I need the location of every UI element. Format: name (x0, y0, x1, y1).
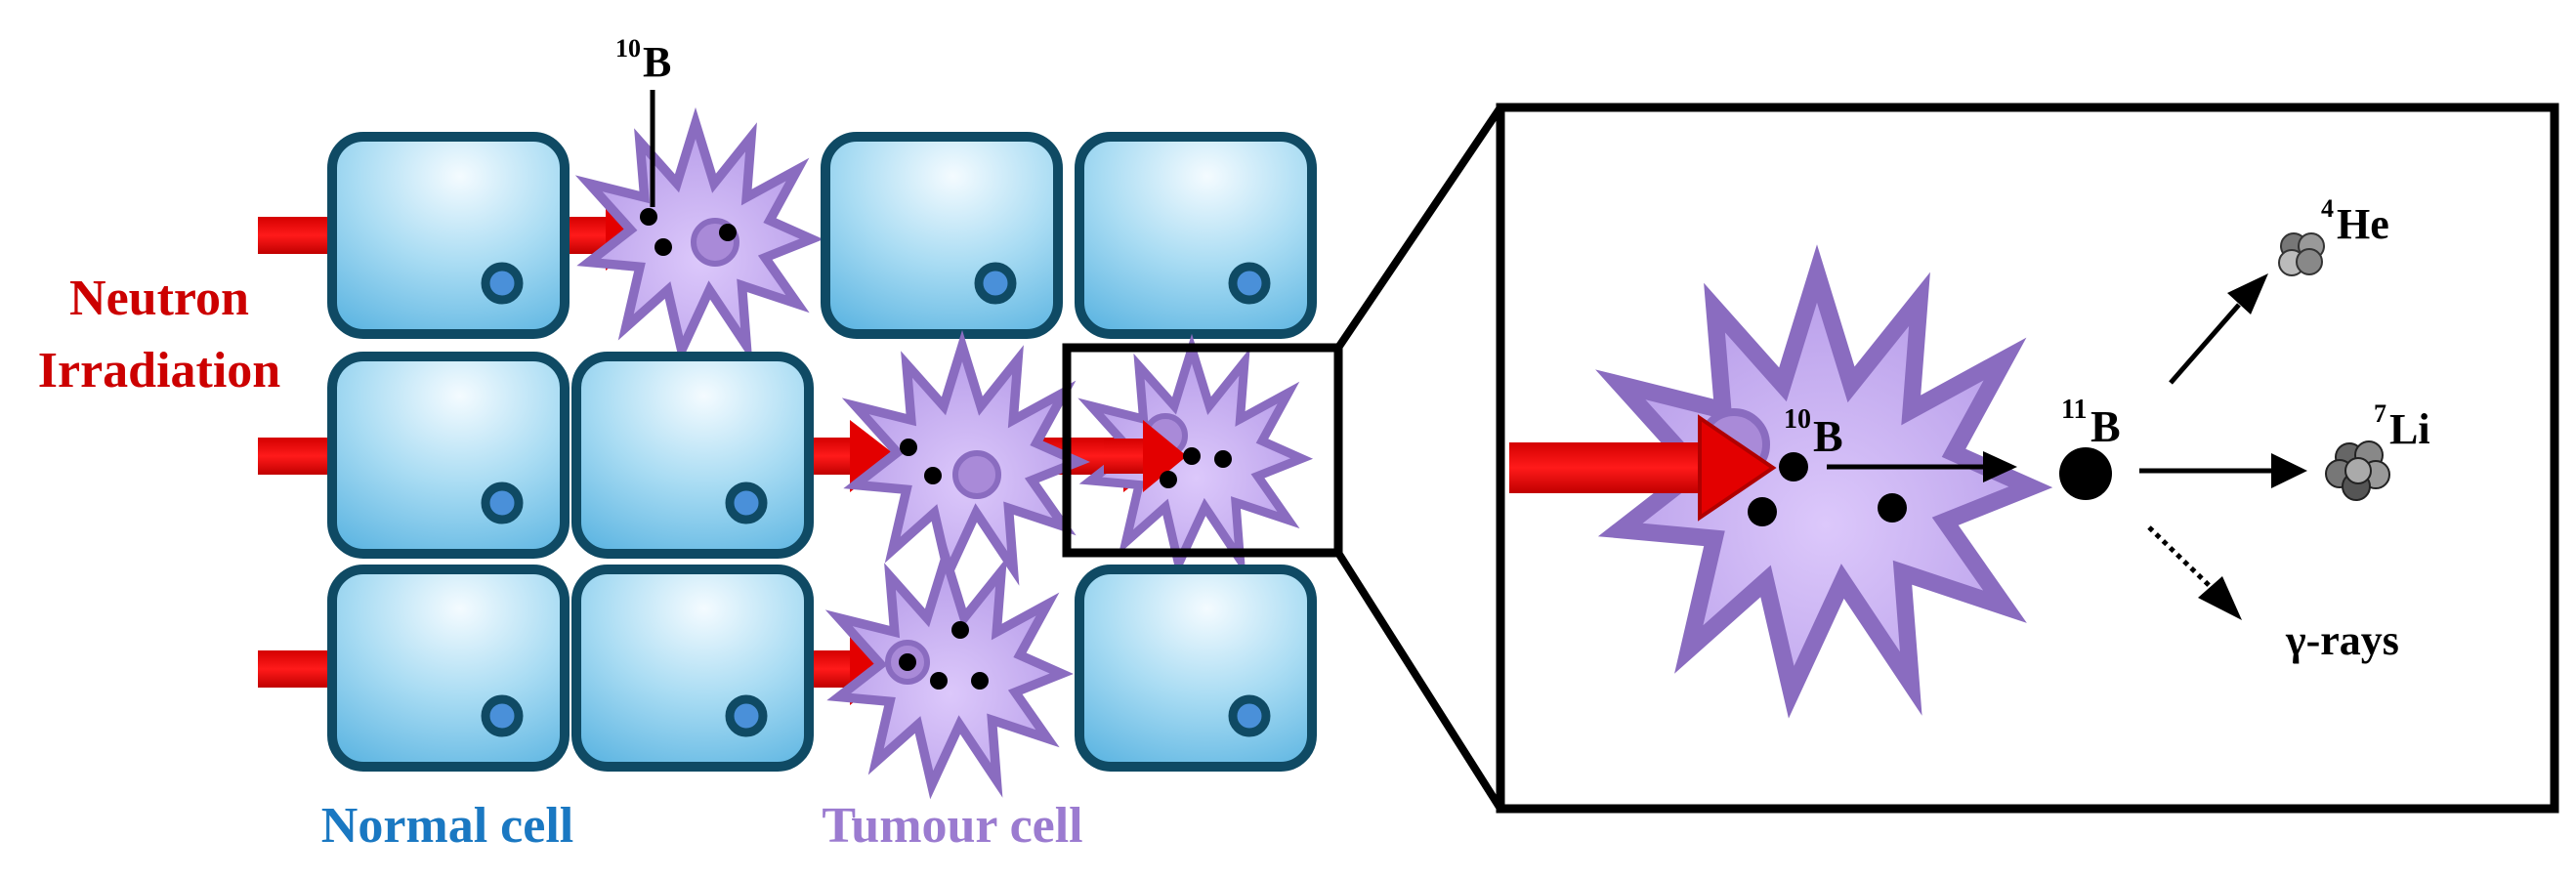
normal-cell (332, 137, 565, 334)
zoom-connector-top (1334, 105, 1504, 351)
tumour-cell (589, 123, 812, 351)
lithium-label: 7 Li (2374, 399, 2430, 453)
boron11-label: 11 B (2061, 395, 2121, 451)
boron10-label-top: 10 B (615, 34, 671, 86)
svg-text:Li: Li (2389, 405, 2430, 453)
boron10-label-zoom: 10 B (1784, 404, 1843, 461)
gamma-arrow (2147, 525, 2242, 620)
gamma-rays-label: γ-rays (2285, 616, 2399, 664)
boron11-nucleus (2059, 447, 2112, 500)
tumour-cell (856, 346, 1078, 573)
normal-cell-label: Normal cell (321, 798, 573, 854)
boron10-atom (1878, 493, 1907, 523)
boron10-atom (1748, 497, 1777, 526)
normal-cell (332, 356, 565, 554)
helium-nucleus-icon (2278, 232, 2325, 276)
normal-cell (825, 137, 1058, 334)
normal-cell (576, 569, 809, 767)
boron10-atom (1779, 452, 1808, 481)
normal-cell (1079, 137, 1312, 334)
svg-text:He: He (2337, 200, 2389, 248)
highlight-box (1062, 343, 1343, 558)
normal-cell (1079, 569, 1312, 767)
svg-text:7: 7 (2374, 399, 2386, 428)
tumour-cell (839, 558, 1062, 785)
svg-text:B: B (2090, 401, 2121, 451)
zoom-connector-bottom (1334, 550, 1504, 812)
svg-text:B: B (643, 38, 671, 86)
helium-arrow (2169, 273, 2268, 385)
normal-cell (576, 356, 809, 554)
lithium-arrow (2139, 453, 2307, 488)
svg-text:10: 10 (1784, 404, 1811, 435)
neutron-irradiation-label-line2: Irradiation (38, 343, 281, 398)
tumour-cell-label: Tumour cell (822, 798, 1082, 854)
svg-text:11: 11 (2061, 395, 2087, 425)
zoom-neutron-beam (1509, 414, 1777, 522)
svg-text:B: B (1813, 411, 1843, 461)
svg-text:10: 10 (615, 34, 641, 63)
helium-label: 4 He (2321, 194, 2389, 248)
capture-arrow (1827, 451, 2017, 482)
lithium-nucleus-icon (2325, 440, 2390, 501)
tumour-cell-highlighted (1091, 349, 1302, 565)
svg-text:4: 4 (2321, 194, 2334, 223)
normal-cell (332, 569, 565, 767)
neutron-irradiation-label-line1: Neutron (69, 271, 249, 326)
